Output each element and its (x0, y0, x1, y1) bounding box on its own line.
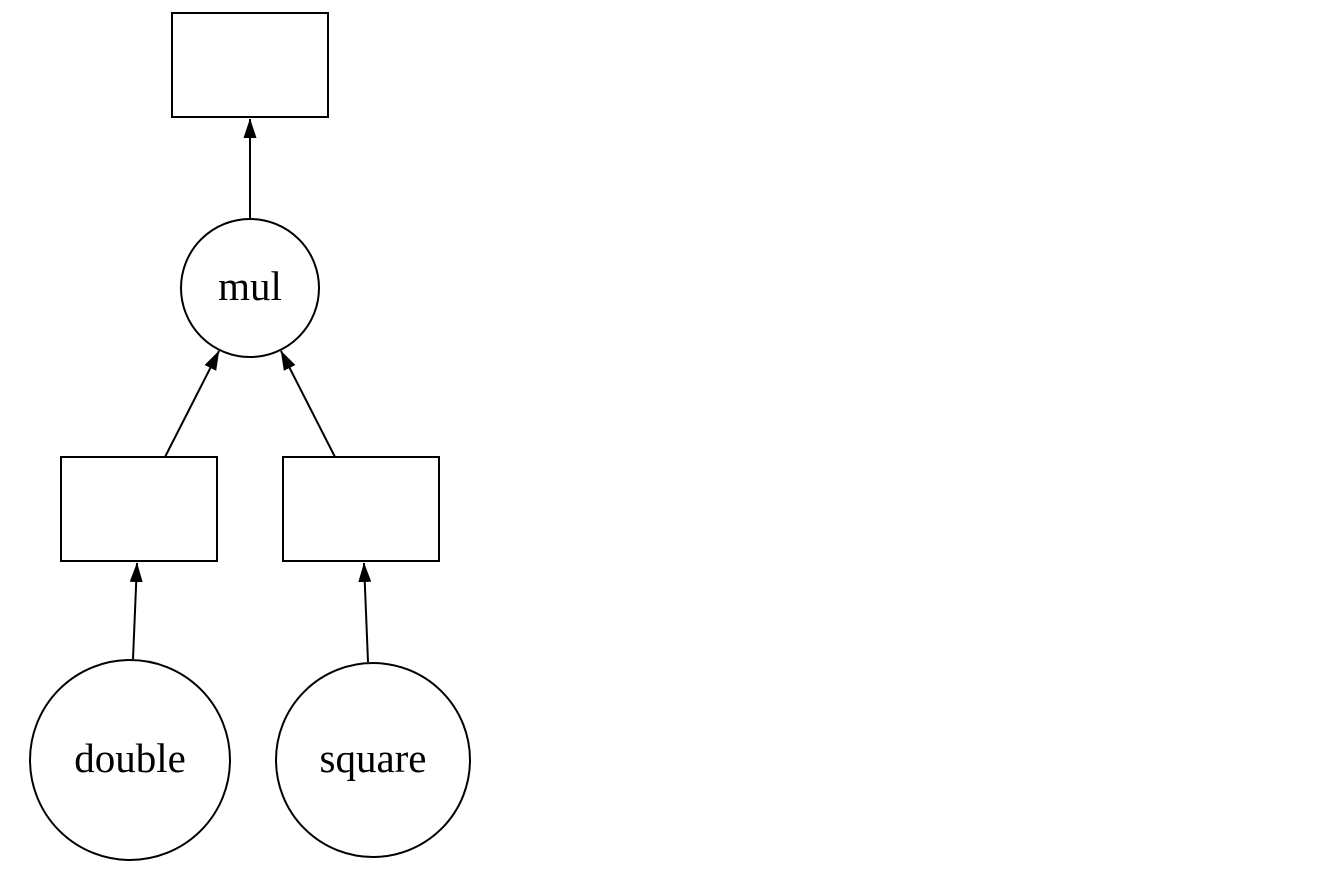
edge-square-to-right-operand-box (358, 562, 372, 663)
edge-double-to-left-operand-box (129, 562, 143, 660)
double-circle (29, 659, 231, 861)
edges (129, 118, 372, 663)
edge-left-operand-box-to-mul (164, 350, 220, 458)
square-circle (275, 662, 471, 858)
node-left-operand-box (60, 456, 218, 562)
square-label: square (319, 735, 426, 781)
left-operand-box-rectangle (60, 456, 218, 562)
mul-label: mul (218, 263, 282, 309)
node-right-operand-box (282, 456, 440, 562)
output-box-rectangle (171, 12, 329, 118)
double-label: double (74, 735, 186, 781)
node-output-box (171, 12, 329, 118)
node-mul: mul (180, 218, 320, 358)
edge-right-operand-box-to-mul (280, 350, 336, 458)
mul-circle (180, 218, 320, 358)
node-square: square (275, 662, 471, 858)
node-double: double (29, 659, 231, 861)
right-operand-box-rectangle (282, 456, 440, 562)
